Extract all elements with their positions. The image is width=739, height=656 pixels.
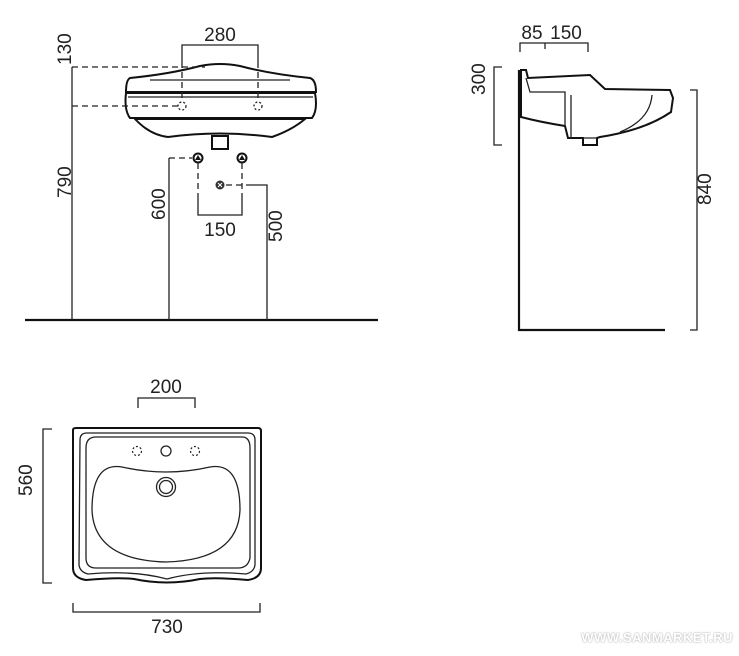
dim-tap-holes: 200	[150, 377, 182, 398]
front-view: 280 130 790 600 150 500	[25, 25, 378, 322]
watermark: WWW.SANMARKET.RU	[581, 630, 733, 645]
dim-width: 730	[151, 617, 183, 638]
basin-top	[72, 427, 262, 584]
tap-hole-center	[160, 445, 172, 457]
dim-wall-offset: 85	[521, 23, 542, 44]
dim-depth: 560	[16, 464, 37, 496]
wall-and-floor	[517, 70, 665, 332]
supply-valve-left	[192, 152, 204, 164]
dim-supply-spacing: 150	[204, 220, 236, 241]
supply-valve-right	[236, 152, 248, 164]
dim-supply-height: 600	[149, 188, 170, 220]
bowl	[91, 465, 241, 563]
side-view: 85 150 300 840	[469, 23, 716, 332]
basin-front	[124, 63, 318, 150]
top-view: 200 560 730	[16, 377, 262, 638]
overflow-drain	[155, 476, 177, 498]
tap-hole-left	[131, 445, 143, 457]
basin-side	[520, 69, 675, 146]
dim-basin-depth: 300	[469, 63, 490, 95]
drain-outlet	[215, 180, 225, 190]
dim-drain-height: 500	[266, 210, 287, 242]
dim-overall-height: 790	[55, 166, 76, 198]
tap-hole-right	[189, 445, 201, 457]
dim-tap-spacing: 280	[204, 25, 236, 46]
dim-rim-height: 130	[55, 33, 76, 65]
dim-drain-offset: 150	[550, 23, 582, 44]
dim-rim-height-side: 840	[695, 173, 716, 205]
